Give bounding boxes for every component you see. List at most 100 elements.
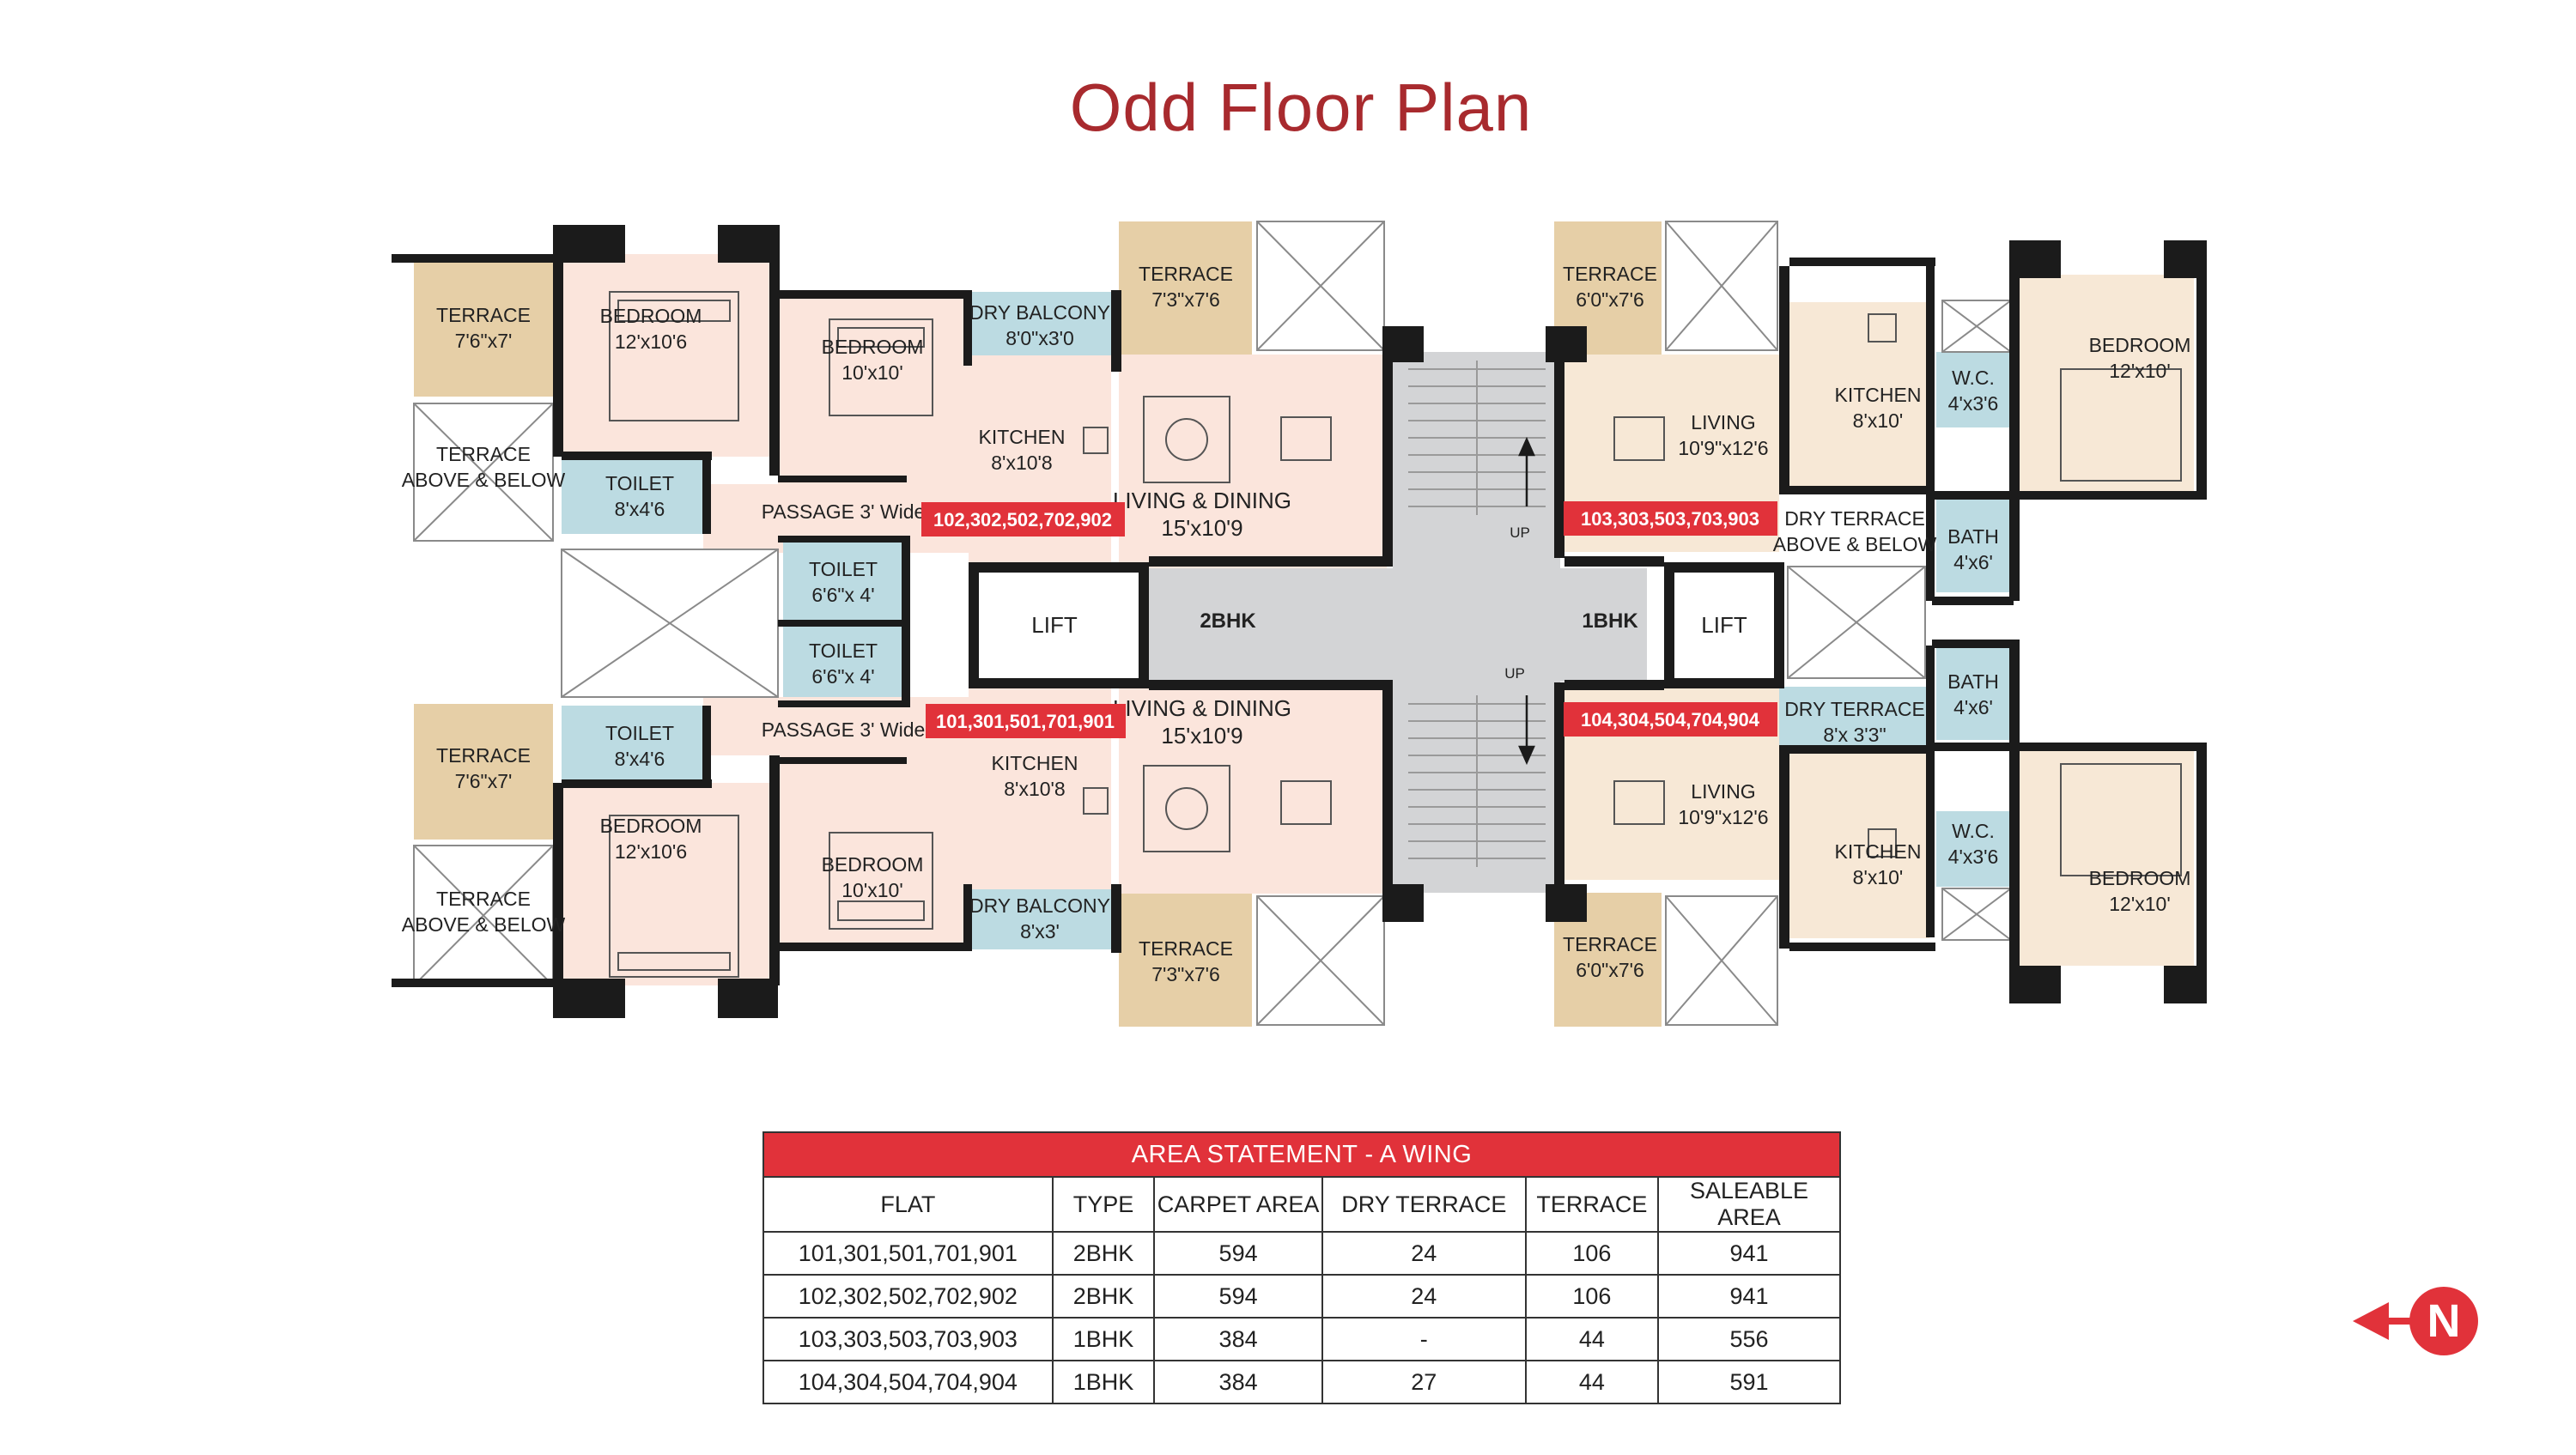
living-dining-top	[1119, 355, 1387, 569]
bedroom-10x10-bottom	[778, 755, 969, 943]
table-cell: 384	[1153, 1360, 1323, 1404]
page-title: Odd Floor Plan	[1069, 70, 1533, 145]
lift-right-box	[1668, 568, 1779, 682]
column-header: CARPET AREA	[1153, 1176, 1323, 1233]
toilet-mid-2	[783, 625, 902, 702]
table-cell: 591	[1657, 1360, 1841, 1404]
svg-text:W.C.4'x3'6: W.C.4'x3'6	[1948, 820, 1999, 868]
bedroom-12x10-6-bottom	[553, 783, 778, 985]
bedroom-10x10-top	[778, 299, 969, 484]
terrace-mid-top	[1119, 221, 1252, 355]
svg-text:PASSAGE 3' Wide: PASSAGE 3' Wide	[762, 718, 926, 741]
table-cell: -	[1321, 1317, 1527, 1361]
area-statement-title: AREA STATEMENT - A WING	[762, 1131, 1841, 1178]
table-header-row: FLAT TYPE CARPET AREA DRY TERRACE TERRAC…	[762, 1176, 1841, 1233]
table-cell: 106	[1524, 1274, 1660, 1319]
table-cell: 384	[1153, 1317, 1323, 1361]
svg-text:PASSAGE 3' Wide: PASSAGE 3' Wide	[762, 500, 926, 523]
flat-tag-101	[926, 704, 1126, 738]
bedroom-12x10-6-top	[553, 254, 778, 457]
table-cell: 102,302,502,702,902	[762, 1274, 1054, 1319]
svg-text:N: N	[2427, 1295, 2461, 1347]
svg-text:W.C.4'x3'6: W.C.4'x3'6	[1948, 367, 1999, 415]
terrace-mid-bottom	[1119, 894, 1252, 1027]
table-cell: 1BHK	[1051, 1317, 1156, 1361]
table-cell: 24	[1321, 1231, 1527, 1276]
table-row: 101,301,501,701,901 2BHK 594 24 106 941	[762, 1231, 1841, 1276]
svg-text:UP: UP	[1504, 665, 1525, 682]
svg-text:2BHK: 2BHK	[1200, 609, 1256, 633]
table-cell: 101,301,501,701,901	[762, 1231, 1054, 1276]
wc-right-bottom	[1936, 811, 2009, 887]
table-cell: 594	[1153, 1274, 1323, 1319]
toilet-8x4-6-bottom	[562, 706, 703, 783]
flat-tag-103	[1564, 501, 1777, 536]
kitchen-right-top	[1779, 302, 1929, 489]
dry-balcony-bottom	[969, 889, 1111, 949]
table-cell: 941	[1657, 1231, 1841, 1276]
svg-text:101,301,501,701,901: 101,301,501,701,901	[936, 711, 1115, 732]
table-cell: 44	[1524, 1360, 1660, 1404]
bath-right-bottom	[1936, 646, 2009, 740]
bedroom-right-bottom	[2009, 751, 2194, 966]
table-cell: 1BHK	[1051, 1360, 1156, 1404]
column-header: TYPE	[1051, 1176, 1156, 1233]
svg-text:102,302,502,702,902: 102,302,502,702,902	[933, 509, 1112, 530]
column-header: FLAT	[762, 1176, 1054, 1233]
living-dining-bottom	[1119, 682, 1387, 894]
svg-text:1BHK: 1BHK	[1582, 609, 1638, 633]
svg-text:103,303,503,703,903: 103,303,503,703,903	[1581, 508, 1759, 530]
svg-text:UP: UP	[1510, 524, 1530, 541]
wc-right-top	[1936, 352, 2009, 427]
svg-text:LIFT: LIFT	[1701, 612, 1747, 638]
table-cell: 941	[1657, 1274, 1841, 1319]
table-cell: 556	[1657, 1317, 1841, 1361]
svg-text:104,304,504,704,904: 104,304,504,704,904	[1581, 709, 1760, 731]
flat-tag-102	[921, 502, 1125, 537]
flat-tags: 102,302,502,702,902 101,301,501,701,901 …	[921, 501, 1777, 738]
flat-tag-104	[1564, 702, 1777, 737]
table-cell: 44	[1524, 1317, 1660, 1361]
lift-left-box	[969, 568, 1140, 682]
table-cell: 24	[1321, 1274, 1527, 1319]
shaft-right-void	[1779, 562, 1929, 682]
table-cell: 2BHK	[1051, 1231, 1156, 1276]
toilet-mid-1	[783, 542, 902, 622]
table-row: 103,303,503,703,903 1BHK 384 - 44 556	[762, 1317, 1841, 1361]
area-statement-table: AREA STATEMENT - A WING FLAT TYPE CARPET…	[762, 1131, 1841, 1404]
terrace-left-bottom	[414, 704, 553, 840]
void-crosses	[413, 221, 2012, 1026]
walls	[392, 225, 2207, 1018]
table-row: 104,304,504,704,904 1BHK 384 27 44 591	[762, 1360, 1841, 1404]
table-cell: 27	[1321, 1360, 1527, 1404]
furniture	[609, 291, 2182, 978]
